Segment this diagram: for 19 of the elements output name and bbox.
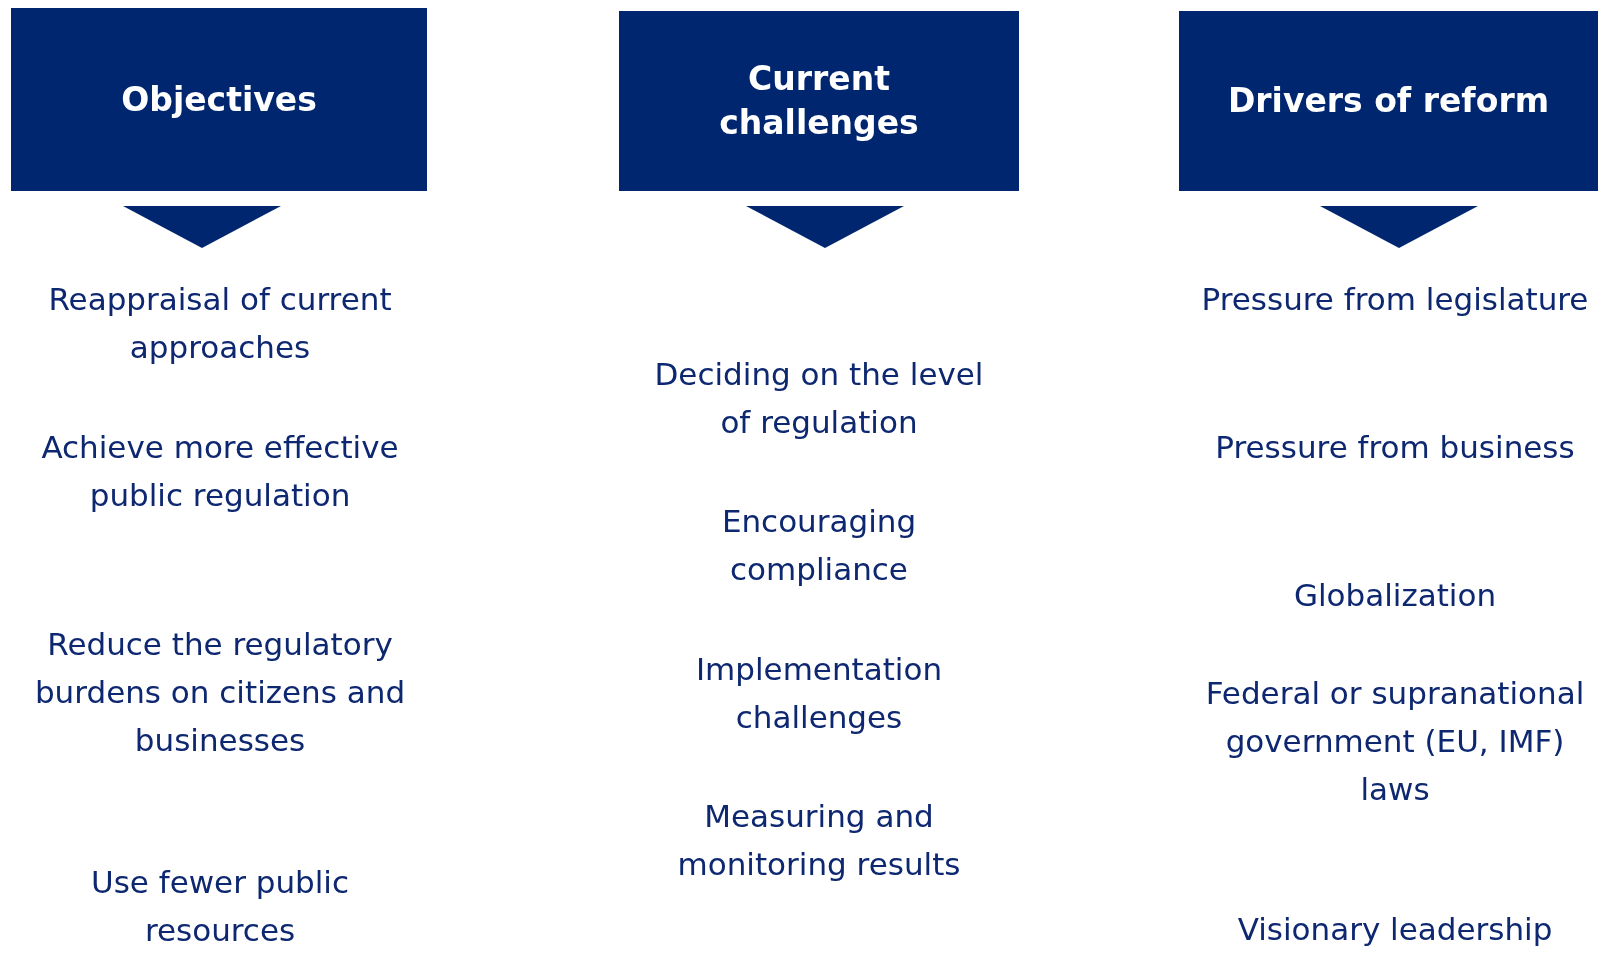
list-item-text: Reduce the regulatory burdens on citizens and businesses bbox=[33, 625, 407, 760]
list-item-text: Implementation challenges bbox=[694, 650, 944, 737]
header-text: Objectives bbox=[121, 78, 317, 121]
list-item-text: Federal or supranational government (EU, IMF) laws bbox=[1204, 674, 1586, 809]
header-text: Drivers of reform bbox=[1227, 80, 1550, 122]
list-item-text: Use fewer public resources bbox=[89, 863, 351, 950]
list-item-text: Globalization bbox=[1292, 576, 1498, 615]
list-item-text: Reappraisal of current approaches bbox=[47, 280, 393, 367]
list-item-text: Deciding on the level of regulation bbox=[653, 355, 985, 442]
header-text: Current challenges bbox=[718, 58, 920, 144]
list-item-text: Pressure from business bbox=[1214, 428, 1576, 467]
list-item-text: Measuring and monitoring results bbox=[676, 797, 962, 884]
list-item-text: Achieve more effective public regulation bbox=[40, 428, 400, 515]
header-box bbox=[11, 8, 427, 191]
header-box bbox=[619, 11, 1019, 191]
list-item-text: Visionary leadership bbox=[1236, 910, 1554, 949]
list-item-text: Pressure from legislature bbox=[1200, 280, 1590, 319]
list-item-text: Encouraging compliance bbox=[720, 502, 918, 589]
header-box bbox=[1179, 11, 1598, 191]
